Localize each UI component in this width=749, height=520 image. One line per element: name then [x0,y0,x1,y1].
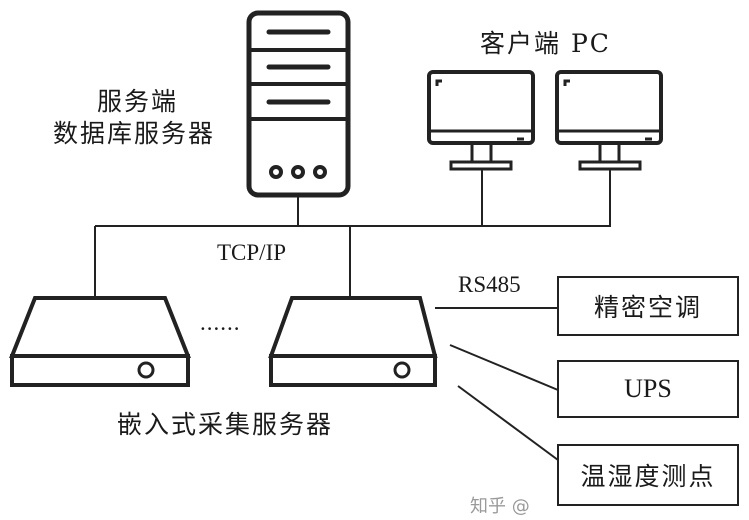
device-box-ups: UPS [557,360,739,418]
server-label-line2: 数据库服务器 [53,119,216,148]
device-box-precision-ac: 精密空调 [557,276,739,336]
device-label: 精密空调 [593,293,702,322]
embedded-server-label: 嵌入式采集服务器 [117,410,334,439]
client-pc-icon [555,70,663,171]
ellipsis: ...... [200,310,241,335]
database-server-icon [246,10,351,198]
device-label: UPS [624,374,672,403]
device-label: 温湿度测点 [580,462,716,491]
rs485-links [435,307,559,461]
client-pc-label: 客户端 PC [480,29,611,58]
tcp-ip-bus [94,169,611,298]
watermark: 知乎 @ [470,496,530,517]
server-label-line1: 服务端 [97,87,179,116]
tcp-ip-label: TCP/IP [217,240,287,265]
embedded-server-icon [9,296,191,387]
rs485-label: RS485 [458,272,521,297]
device-box-temp-humidity: 温湿度测点 [557,444,739,506]
client-pc-icon [427,70,535,171]
embedded-server-icon [268,296,438,387]
